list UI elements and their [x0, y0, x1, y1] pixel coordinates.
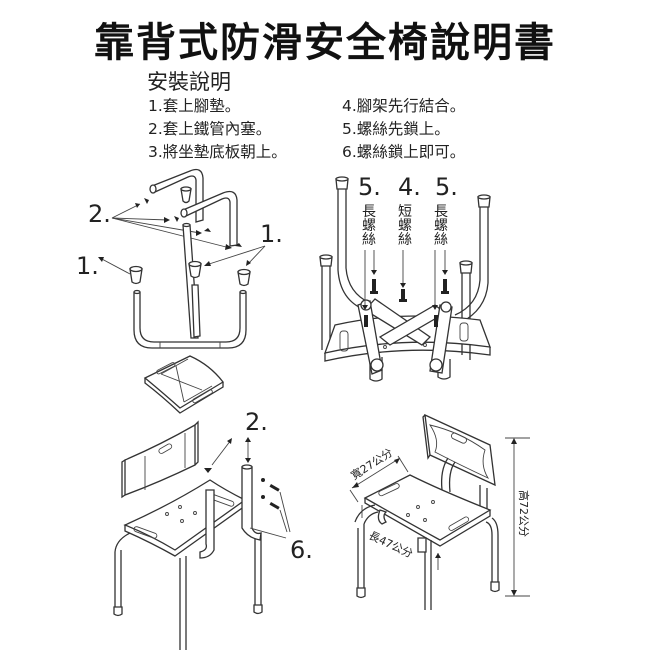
screw-arrows [362, 250, 448, 310]
assembly-arrows [204, 437, 251, 473]
screw-icon [364, 279, 449, 327]
label-step-2: 2. [245, 408, 268, 436]
label-short-screw-1: 短 [398, 204, 412, 220]
label-long-screw-left-3: 絲 [362, 232, 376, 248]
backrest-icon [422, 413, 496, 512]
label-height-72cm: 高72公分 [517, 490, 531, 537]
step-1: 1.套上腳墊。 [148, 97, 241, 115]
base-u-frame-icon [133, 292, 247, 349]
seat-icon [123, 479, 247, 557]
label-long-screw-left-1: 長 [362, 204, 376, 220]
label-step-2: 2. [88, 200, 111, 228]
label-long-screw-left-2: 螺 [362, 218, 376, 234]
label-width-27cm: 寬27公分 [348, 445, 395, 482]
steps-list-right: 4.腳架先行結合。 5.螺絲先鎖上。 6.螺絲鎖上即可。 [342, 95, 465, 164]
label-step-6: 6. [290, 536, 313, 564]
label-length-47cm: 長47公分 [367, 529, 415, 561]
cross-brace-icon [357, 298, 453, 375]
step-2: 2.套上鐵管內塞。 [148, 120, 272, 138]
label-short-screw-2: 螺 [398, 218, 412, 234]
plug-arrows [111, 198, 242, 250]
diagram-frame-exploded: 2. 1. 1. [76, 168, 283, 414]
seat-icon [363, 474, 492, 547]
label-step-4: 4. [398, 173, 421, 201]
diagram-backrest-assembly: 2. 6. [113, 408, 313, 650]
step-3: 3.將坐墊底板朝上。 [148, 143, 287, 161]
diagram-assembled-chair-dimensions: 寬27公分 長47公分 高72公分 [348, 413, 531, 610]
label-step-1-right: 1. [260, 220, 283, 248]
step-6: 6.螺絲鎖上即可。 [342, 143, 466, 161]
step-5: 5.螺絲先鎖上。 [342, 120, 450, 138]
backrest-panel-icon [121, 420, 199, 499]
chair-legs-icon [354, 504, 500, 610]
back-leg-tube-icon [149, 168, 238, 247]
foot-cap-icon [129, 260, 251, 287]
label-short-screw-3: 絲 [398, 232, 412, 248]
foot-cap-icon [180, 188, 192, 204]
chair-legs-icon [319, 176, 491, 360]
steps-list-left: 1.套上腳墊。 2.套上鐵管內塞。 3.將坐墊底板朝上。 [148, 95, 287, 164]
label-step-5-right: 5. [435, 173, 458, 201]
chair-legs-icon [113, 464, 263, 650]
dimension-height: 高72公分 [505, 437, 531, 597]
label-step-1-left: 1. [76, 252, 99, 280]
seat-plate-icon [143, 355, 224, 414]
label-step-5-left: 5. [358, 173, 381, 201]
document-title: 靠背式防滑安全椅說明書 [94, 19, 556, 66]
label-long-screw-right-3: 絲 [434, 232, 448, 248]
label-long-screw-right-1: 長 [434, 204, 448, 220]
diagram-screws-inverted-seat: 5. 4. 5. 長 螺 絲 短 螺 絲 長 螺 絲 [319, 173, 491, 382]
label-long-screw-right-2: 螺 [434, 218, 448, 234]
screw-icon [261, 478, 291, 533]
step-4: 4.腳架先行結合。 [342, 97, 466, 115]
section-title: 安裝說明 [147, 70, 231, 94]
